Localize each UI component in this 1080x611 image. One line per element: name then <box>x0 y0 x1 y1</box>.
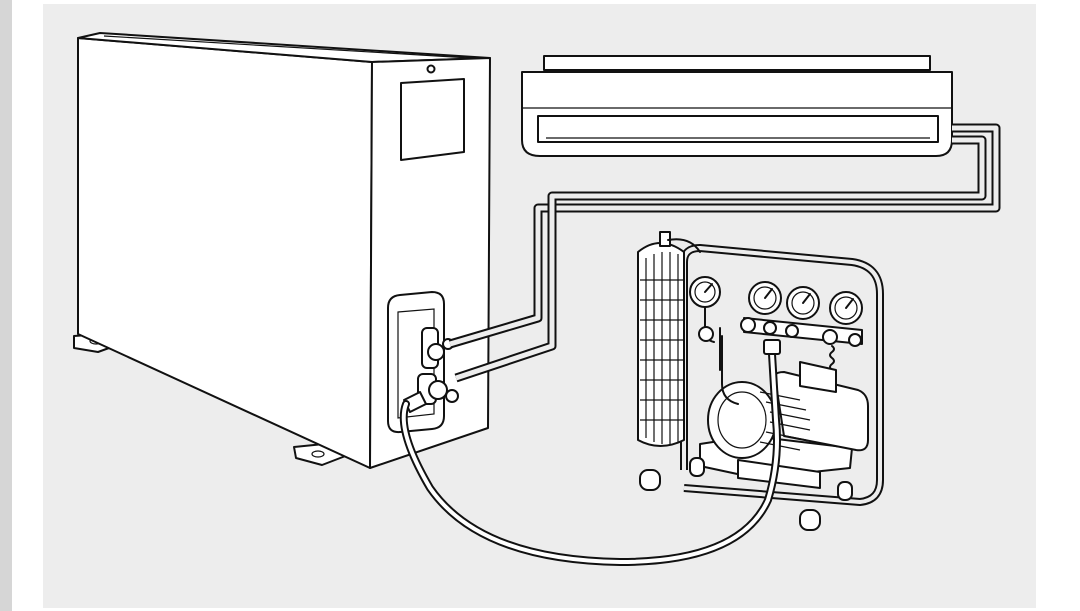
gas-service-valve[interactable] <box>403 373 459 413</box>
wheel-back-left <box>689 457 705 477</box>
gauge-2-icon <box>748 281 782 315</box>
window-edge <box>0 0 12 611</box>
indoor-unit-body <box>521 71 953 157</box>
wheel-front-left <box>639 469 661 491</box>
screw-icon <box>426 64 436 74</box>
liquid-pipe <box>448 123 1001 349</box>
wheel-back-right <box>837 481 853 501</box>
indoor-unit <box>521 55 953 157</box>
outdoor-unit-front <box>77 37 373 469</box>
gauge-1-icon <box>689 276 721 308</box>
outdoor-unit <box>73 32 491 469</box>
hose-connector <box>763 339 781 355</box>
refrigerant-cylinder <box>637 231 701 447</box>
manifold <box>698 306 863 371</box>
liquid-service-valve[interactable] <box>421 327 454 369</box>
outdoor-unit-panel <box>400 78 465 161</box>
wheel-front-right <box>799 509 821 531</box>
gauge-4-icon <box>829 291 863 325</box>
gauge-3-icon <box>786 286 820 320</box>
recovery-station <box>637 231 884 531</box>
compressor-motor <box>699 335 869 489</box>
refrigerant-piping <box>448 123 1001 383</box>
